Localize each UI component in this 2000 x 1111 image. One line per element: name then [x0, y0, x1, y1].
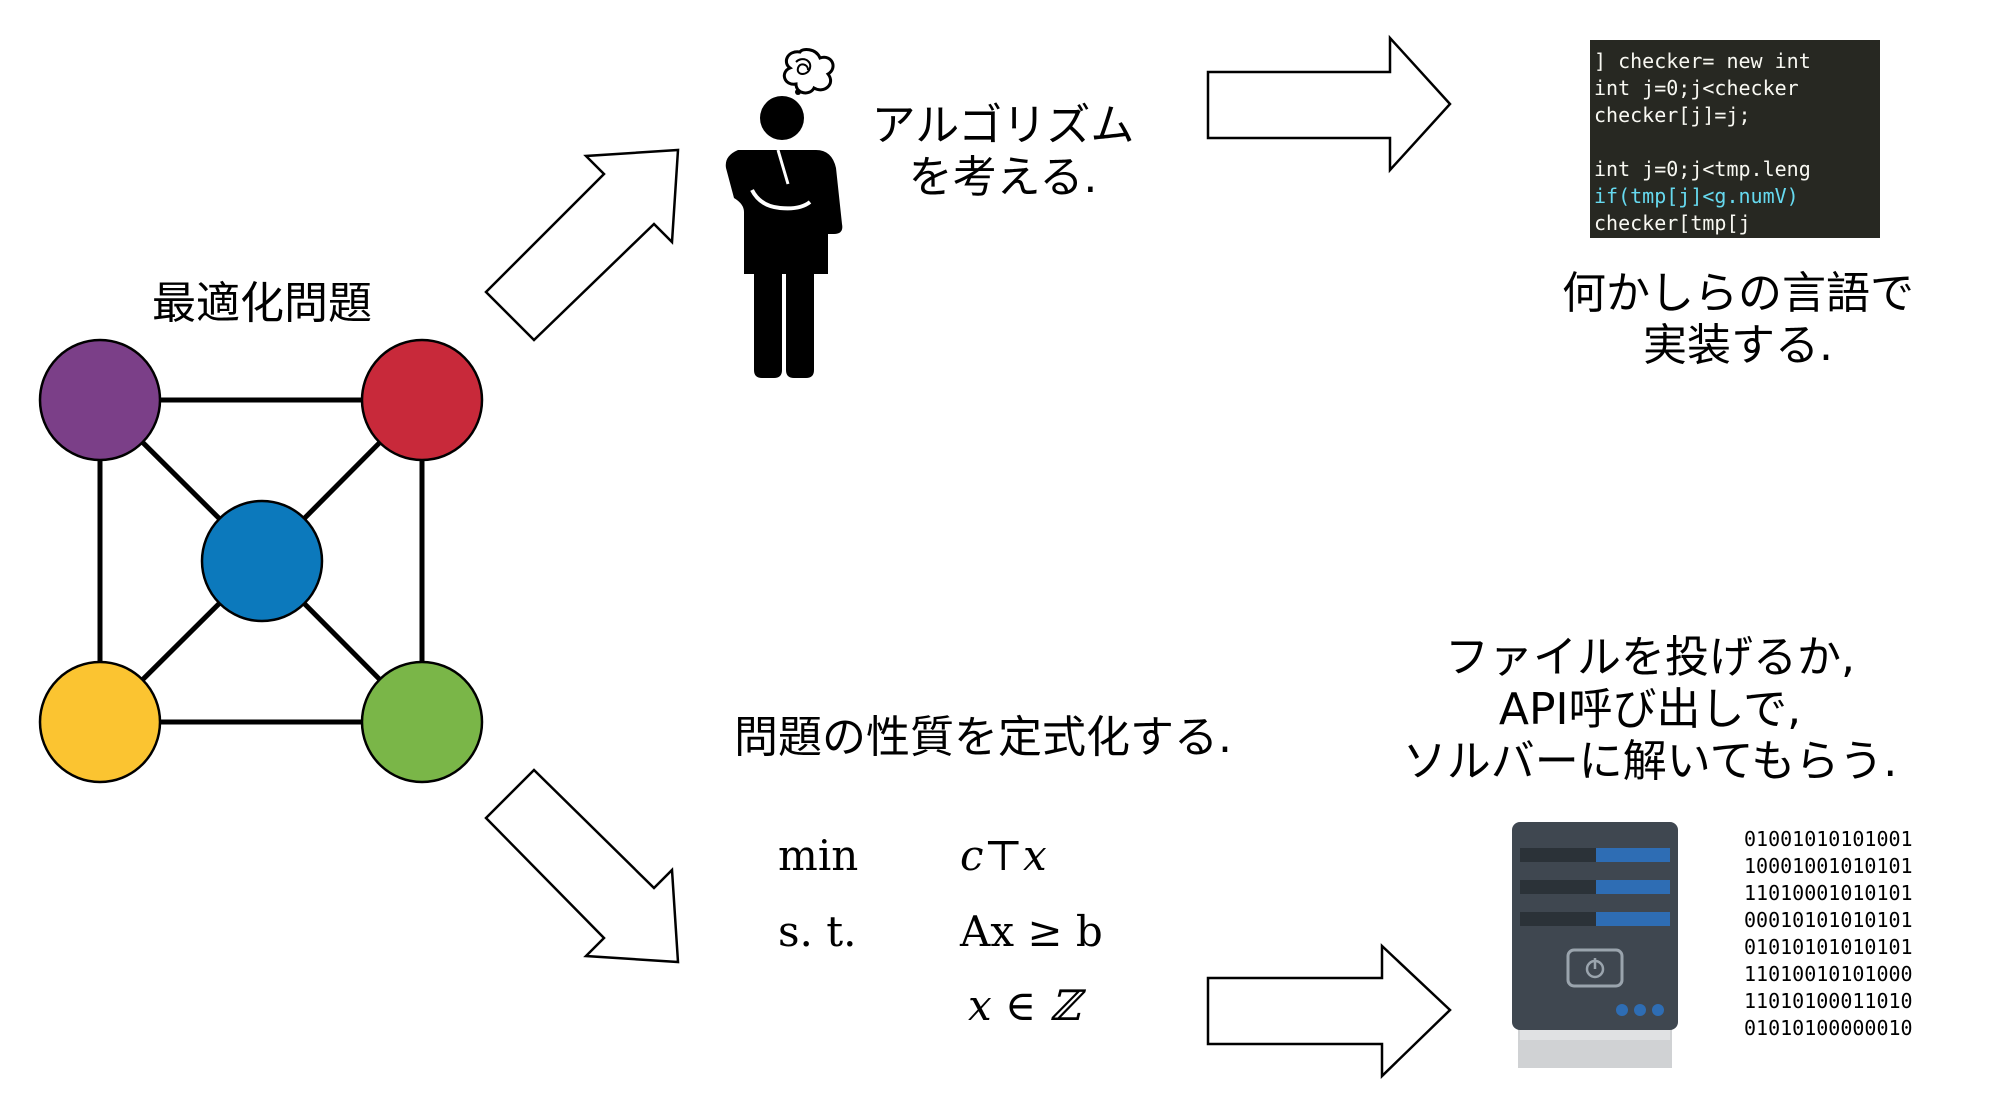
solver-text-line3: ソルバーに解いてもらう.: [1403, 736, 1897, 787]
formula: min c⊤x s. t. Ax ≥ b x ∈ ℤ: [778, 831, 1103, 1030]
formula-st-label: s. t.: [778, 907, 856, 956]
formula-domain: x ∈ ℤ: [968, 981, 1086, 1030]
implement-text-line2: 実装する.: [1643, 320, 1833, 371]
formula-constraint: Ax ≥ b: [959, 907, 1103, 956]
binary-line: 01010100000010: [1744, 1016, 1913, 1040]
code-snippet: ] checker= new int int j=0;j<checker che…: [1590, 40, 1880, 238]
code-line: checker[j]=j;: [1594, 103, 1751, 127]
arrow-diag-up: [484, 148, 680, 342]
code-background: [1590, 40, 1880, 238]
problem-label: 最適化問題: [152, 278, 372, 329]
binary-line: 00010101010101: [1744, 908, 1913, 932]
binary-line: 10001001010101: [1744, 854, 1913, 878]
server-icon: [1512, 822, 1678, 1068]
binary-output: 01001010101001 10001001010101 1101000101…: [1744, 827, 1913, 1040]
graph-node-purple: [38, 338, 162, 462]
think-text-line2: を考える.: [909, 152, 1098, 203]
graph-nodes: [38, 338, 484, 784]
binary-line: 01010101010101: [1744, 935, 1913, 959]
implement-text-line1: 何かしらの言語で: [1562, 268, 1914, 319]
thought-scribble-icon: [782, 48, 835, 95]
formulate-text: 問題の性質を定式化する.: [734, 712, 1232, 763]
solver-text-line2: API呼び出しで,: [1499, 684, 1801, 735]
solver-text-line1: ファイルを投げるか,: [1445, 632, 1855, 683]
code-line: int j=0;j<checker: [1594, 76, 1799, 100]
arrow-right-bottom-icon: [1206, 943, 1452, 1079]
arrow-right-icon: [1206, 34, 1452, 174]
graph-node-yellow: [38, 660, 162, 784]
code-line: ] checker= new int: [1594, 49, 1811, 73]
arrow-down-right-icon: [484, 768, 680, 964]
binary-line: 11010001010101: [1744, 881, 1913, 905]
binary-line: 11010100011010: [1744, 989, 1913, 1013]
formula-min-label: min: [778, 831, 858, 880]
code-line: int j=0;j<tmp.leng: [1594, 157, 1811, 181]
binary-line: 11010010101000: [1744, 962, 1913, 986]
formula-objective: c⊤x: [960, 831, 1047, 880]
power-button-icon: [1566, 948, 1624, 988]
graph-node-green: [360, 660, 484, 784]
server-base: [1518, 1026, 1672, 1068]
code-line: if(tmp[j]<g.numV): [1594, 184, 1799, 208]
thinking-person-icon: [725, 48, 843, 378]
code-line: checker[tmp[j: [1594, 211, 1751, 235]
think-text-line1: アルゴリズム: [872, 100, 1135, 151]
graph-node-red: [360, 338, 484, 462]
graph-node-blue: [200, 499, 324, 623]
binary-line: 01001010101001: [1744, 827, 1913, 851]
